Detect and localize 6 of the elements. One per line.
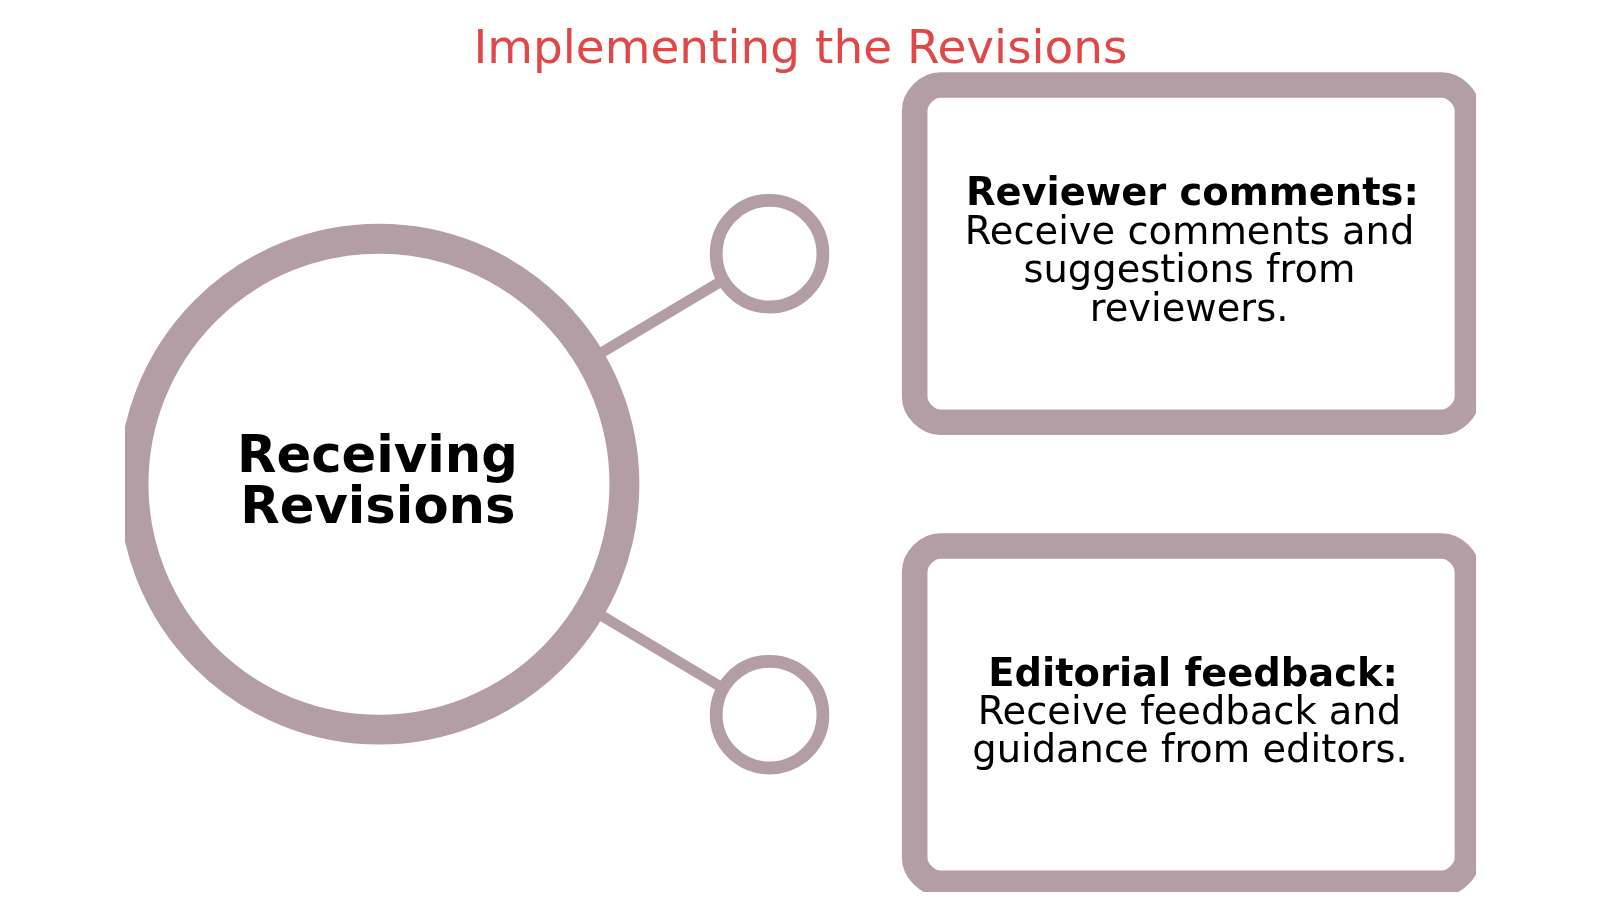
- node-circle: [709, 654, 829, 775]
- node-circle: [709, 193, 829, 314]
- node-box: Editorial feedback: Receive feedback and guidance from editors.: [901, 533, 1476, 892]
- diagram-title: Implementing the Revisions: [472, 18, 1128, 74]
- node-box: Reviewer comments: Receive comments and suggestions from reviewers.: [901, 72, 1476, 436]
- node-circle: Receiving Revisions: [124, 223, 639, 745]
